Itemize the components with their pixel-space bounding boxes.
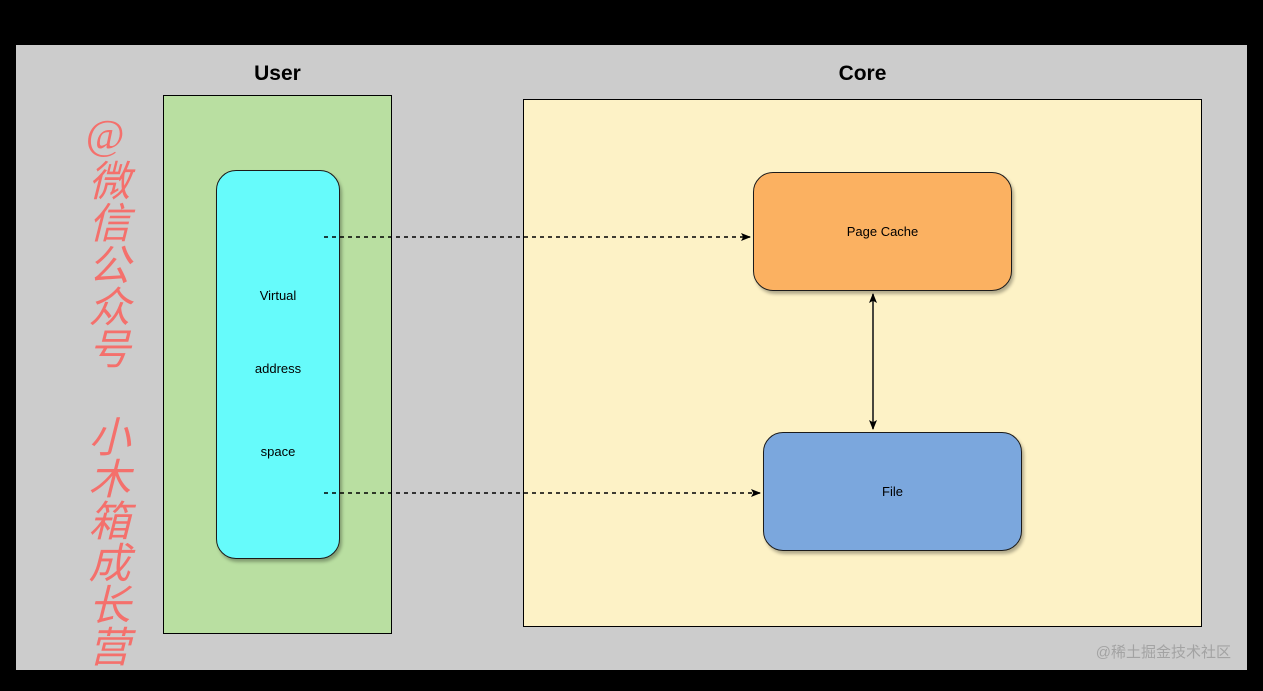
node-file[interactable]: File [763,432,1022,551]
node-virtual-address-space-line-1: Virtual [259,288,297,303]
node-page-cache-label: Page Cache [846,224,919,239]
node-virtual-address-space[interactable]: Virtual address space [216,170,340,559]
section-title-user: User [254,62,301,85]
section-title-core: Core [838,62,887,85]
node-page-cache[interactable]: Page Cache [753,172,1012,291]
node-file-label: File [882,484,903,499]
watermark-left: @微信公众号 小木箱成长营 [82,113,128,667]
node-virtual-address-space-line-3: space [260,444,296,459]
watermark-bottom-right: @稀土掘金技术社区 [1095,644,1231,661]
node-virtual-address-space-line-2: address [254,361,302,376]
diagram-canvas: User Core Virtual address space Page Cac… [16,45,1247,670]
